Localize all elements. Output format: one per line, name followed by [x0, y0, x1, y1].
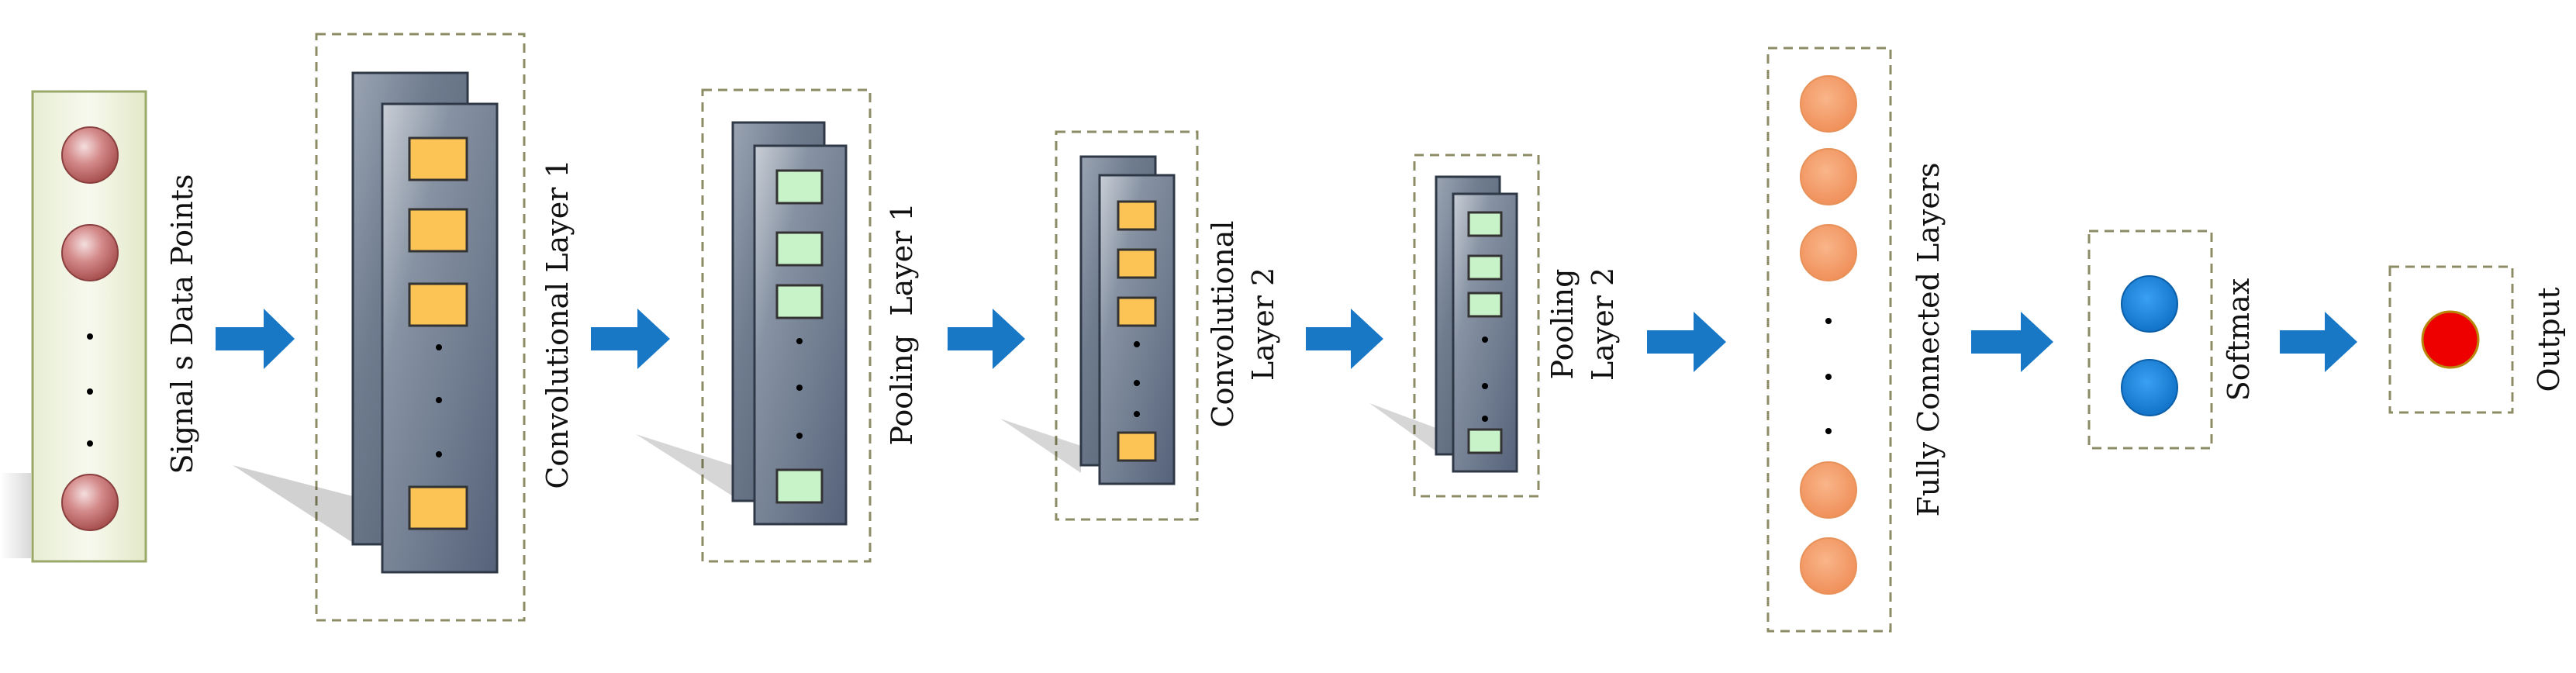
- conv-unit: [1117, 431, 1157, 462]
- arrow-right-icon: [2280, 312, 2357, 372]
- map-shadow: [1000, 419, 1081, 473]
- input-stage: [0, 90, 147, 563]
- stage-label-pool2-line1: Pooling: [1545, 269, 1580, 380]
- arrow-right-icon: [591, 309, 670, 369]
- pool-unit: [1467, 211, 1503, 237]
- output-stage: [2388, 265, 2514, 414]
- arrow-right-icon: [1306, 309, 1383, 369]
- ellipsis-dots-icon: [1825, 318, 1832, 434]
- stage-label-conv1: Convolutional Layer 1: [540, 159, 575, 488]
- fc-node: [1800, 537, 1857, 595]
- stage-label-conv2-line2: Layer 2: [1246, 267, 1280, 381]
- ellipsis-dots-icon: [436, 344, 442, 457]
- fc-node: [1800, 75, 1857, 133]
- pool1-stage: [636, 88, 872, 563]
- conv-unit: [408, 485, 468, 530]
- softmax-stage: [2087, 230, 2213, 450]
- conv-unit: [408, 282, 468, 327]
- fc-node: [1800, 224, 1857, 281]
- output-node: [2421, 310, 2480, 369]
- stage-label-pool2-line2: Layer 2: [1586, 267, 1620, 381]
- stage-label-softmax: Softmax: [2222, 278, 2256, 401]
- pool-unit: [775, 169, 824, 205]
- conv1-stage: [233, 33, 526, 622]
- arrow-right-icon: [1971, 312, 2053, 372]
- conv2-stage: [1000, 130, 1199, 521]
- arrow-right-icon: [1647, 312, 1726, 372]
- conv-unit: [408, 136, 468, 181]
- stage-label-input: Signal s Data Points: [165, 174, 199, 475]
- stage-label-fc: Fully Connected Layers: [1911, 162, 1946, 516]
- stage-label-conv2-line1: Convolutional: [1206, 221, 1240, 428]
- ellipsis-dots-icon: [1134, 341, 1140, 417]
- stage-frame: [1766, 47, 1892, 633]
- input-node: [61, 126, 119, 184]
- fc-stage: [1766, 47, 1892, 633]
- conv-unit: [1117, 200, 1157, 231]
- fc-node: [1800, 148, 1857, 205]
- conv-unit: [1117, 296, 1157, 327]
- feature-map: [1452, 192, 1518, 473]
- pool-unit: [775, 231, 824, 267]
- input-shadow: [0, 473, 31, 558]
- pool-unit: [1467, 254, 1503, 281]
- fc-node: [1800, 461, 1857, 519]
- input-node: [61, 474, 119, 531]
- stage-frame: [1055, 130, 1199, 521]
- softmax-node: [2121, 359, 2178, 416]
- input-node: [61, 224, 119, 281]
- conv-unit: [1117, 248, 1157, 279]
- pool2-stage: [1369, 154, 1540, 498]
- softmax-node: [2121, 275, 2178, 333]
- pool-unit: [1467, 292, 1503, 318]
- conv-unit: [408, 208, 468, 253]
- ellipsis-dots-icon: [87, 333, 93, 447]
- pool-unit: [775, 284, 824, 319]
- map-shadow: [636, 434, 733, 496]
- pool-unit: [775, 468, 824, 504]
- stage-label-output: Output: [2532, 288, 2566, 392]
- stage-label-pool1: Pooling Layer 1: [885, 202, 919, 445]
- stage-frame: [2388, 265, 2514, 414]
- stage-frame: [315, 33, 526, 622]
- ellipsis-dots-icon: [1482, 336, 1488, 422]
- pool-unit: [1467, 428, 1503, 454]
- ellipsis-dots-icon: [796, 338, 803, 439]
- arrow-right-icon: [216, 309, 295, 369]
- stage-frame: [1413, 154, 1540, 498]
- arrow-right-icon: [948, 309, 1025, 369]
- stage-frame: [701, 88, 872, 563]
- map-shadow: [1369, 403, 1436, 451]
- map-shadow: [233, 465, 353, 543]
- feature-map: [753, 144, 848, 526]
